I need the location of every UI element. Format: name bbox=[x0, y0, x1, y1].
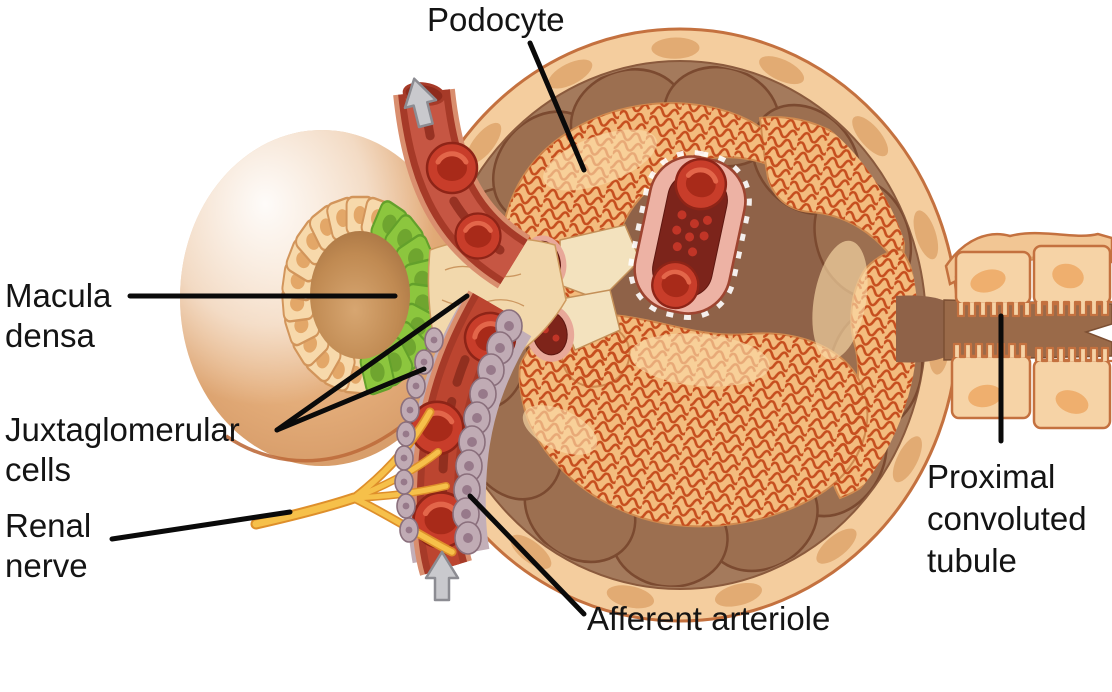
glomerular-capillaries bbox=[457, 102, 918, 528]
label-line-juxtaglomerular-1 bbox=[274, 293, 470, 433]
proximal-tubule-illustration bbox=[896, 231, 1112, 430]
label-line-afferent-arteriole bbox=[467, 493, 587, 617]
juxtaglomerular-cells-illustration bbox=[394, 309, 523, 555]
mesangial-tissue bbox=[553, 224, 641, 352]
label-line-podocyte bbox=[527, 40, 587, 173]
label-afferent-arteriole: Afferent arteriole bbox=[587, 600, 831, 637]
label-podocyte: Podocyte bbox=[427, 1, 565, 38]
brush-border bbox=[952, 300, 1112, 363]
cut-capillary bbox=[628, 150, 752, 320]
label-line-renal-nerve bbox=[109, 509, 293, 542]
label-line-juxtaglomerular-2 bbox=[274, 366, 427, 433]
tubule-cell-nuclei bbox=[968, 263, 1089, 414]
